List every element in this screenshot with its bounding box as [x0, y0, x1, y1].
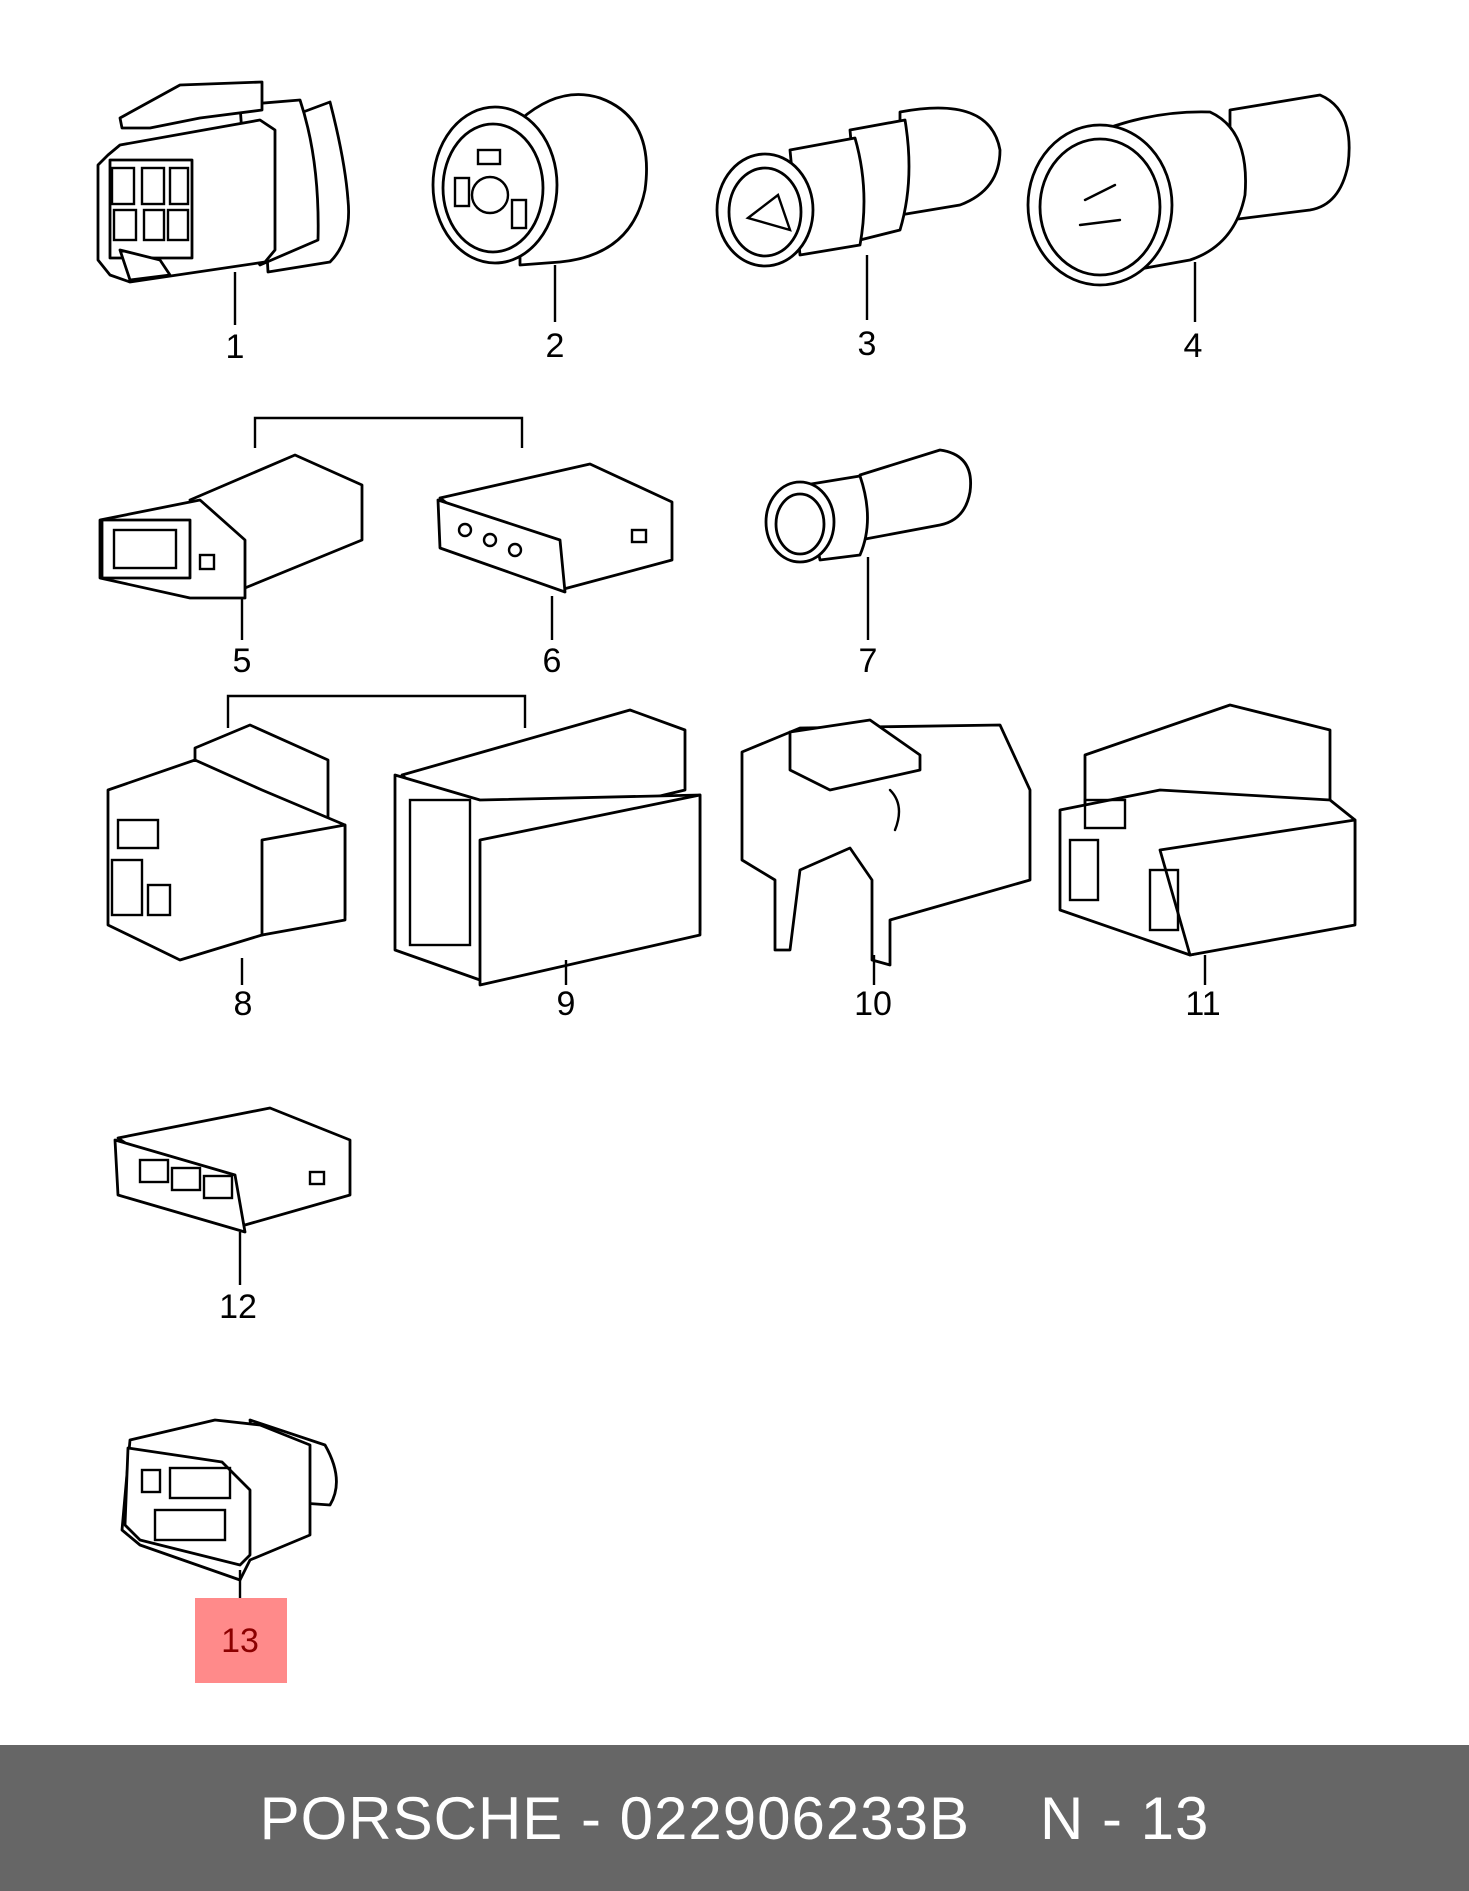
callout-2: 2 — [546, 327, 565, 365]
part-6-contact-strip[interactable] — [436, 462, 674, 640]
part-13-connector[interactable] — [120, 1418, 338, 1600]
callout-8: 8 — [234, 985, 253, 1023]
part-9-housing[interactable] — [393, 708, 702, 987]
page-reference-label: N - 13 — [1040, 1784, 1210, 1852]
parts-diagram: 1 2 3 4 5 — [96, 80, 1357, 1683]
callout-13: 13 — [221, 1622, 259, 1660]
callout-4: 4 — [1184, 327, 1203, 365]
callout-11: 11 — [1185, 985, 1220, 1023]
bracket-8-9 — [226, 694, 527, 728]
part-1-connector[interactable] — [96, 80, 350, 325]
callout-6: 6 — [543, 642, 562, 680]
part-8-housing[interactable] — [106, 723, 347, 985]
part-4-cylinder-plug[interactable] — [1026, 93, 1351, 322]
callout-10: 10 — [854, 985, 892, 1023]
part-number-label: PORSCHE - 022906233B — [259, 1784, 970, 1852]
callout-12: 12 — [219, 1288, 257, 1326]
part-3-bayonet-plug[interactable] — [715, 106, 1002, 320]
part-11-housing[interactable] — [1058, 703, 1357, 985]
footer-bar: PORSCHE - 022906233B N - 13 — [0, 1745, 1469, 1891]
callout-7: 7 — [859, 642, 878, 680]
callout-9: 9 — [557, 985, 576, 1023]
callout-13-highlight — [195, 1598, 287, 1683]
part-10-clip-housing[interactable] — [740, 718, 1032, 985]
bracket-5-6 — [253, 416, 524, 448]
callout-3: 3 — [858, 325, 877, 363]
part-5-housing[interactable] — [98, 453, 364, 640]
part-2-round-socket[interactable] — [431, 93, 648, 322]
part-7-small-plug[interactable] — [764, 448, 973, 640]
callout-1: 1 — [226, 328, 245, 366]
callout-5: 5 — [233, 642, 252, 680]
part-12-contact-strip[interactable] — [113, 1106, 352, 1285]
